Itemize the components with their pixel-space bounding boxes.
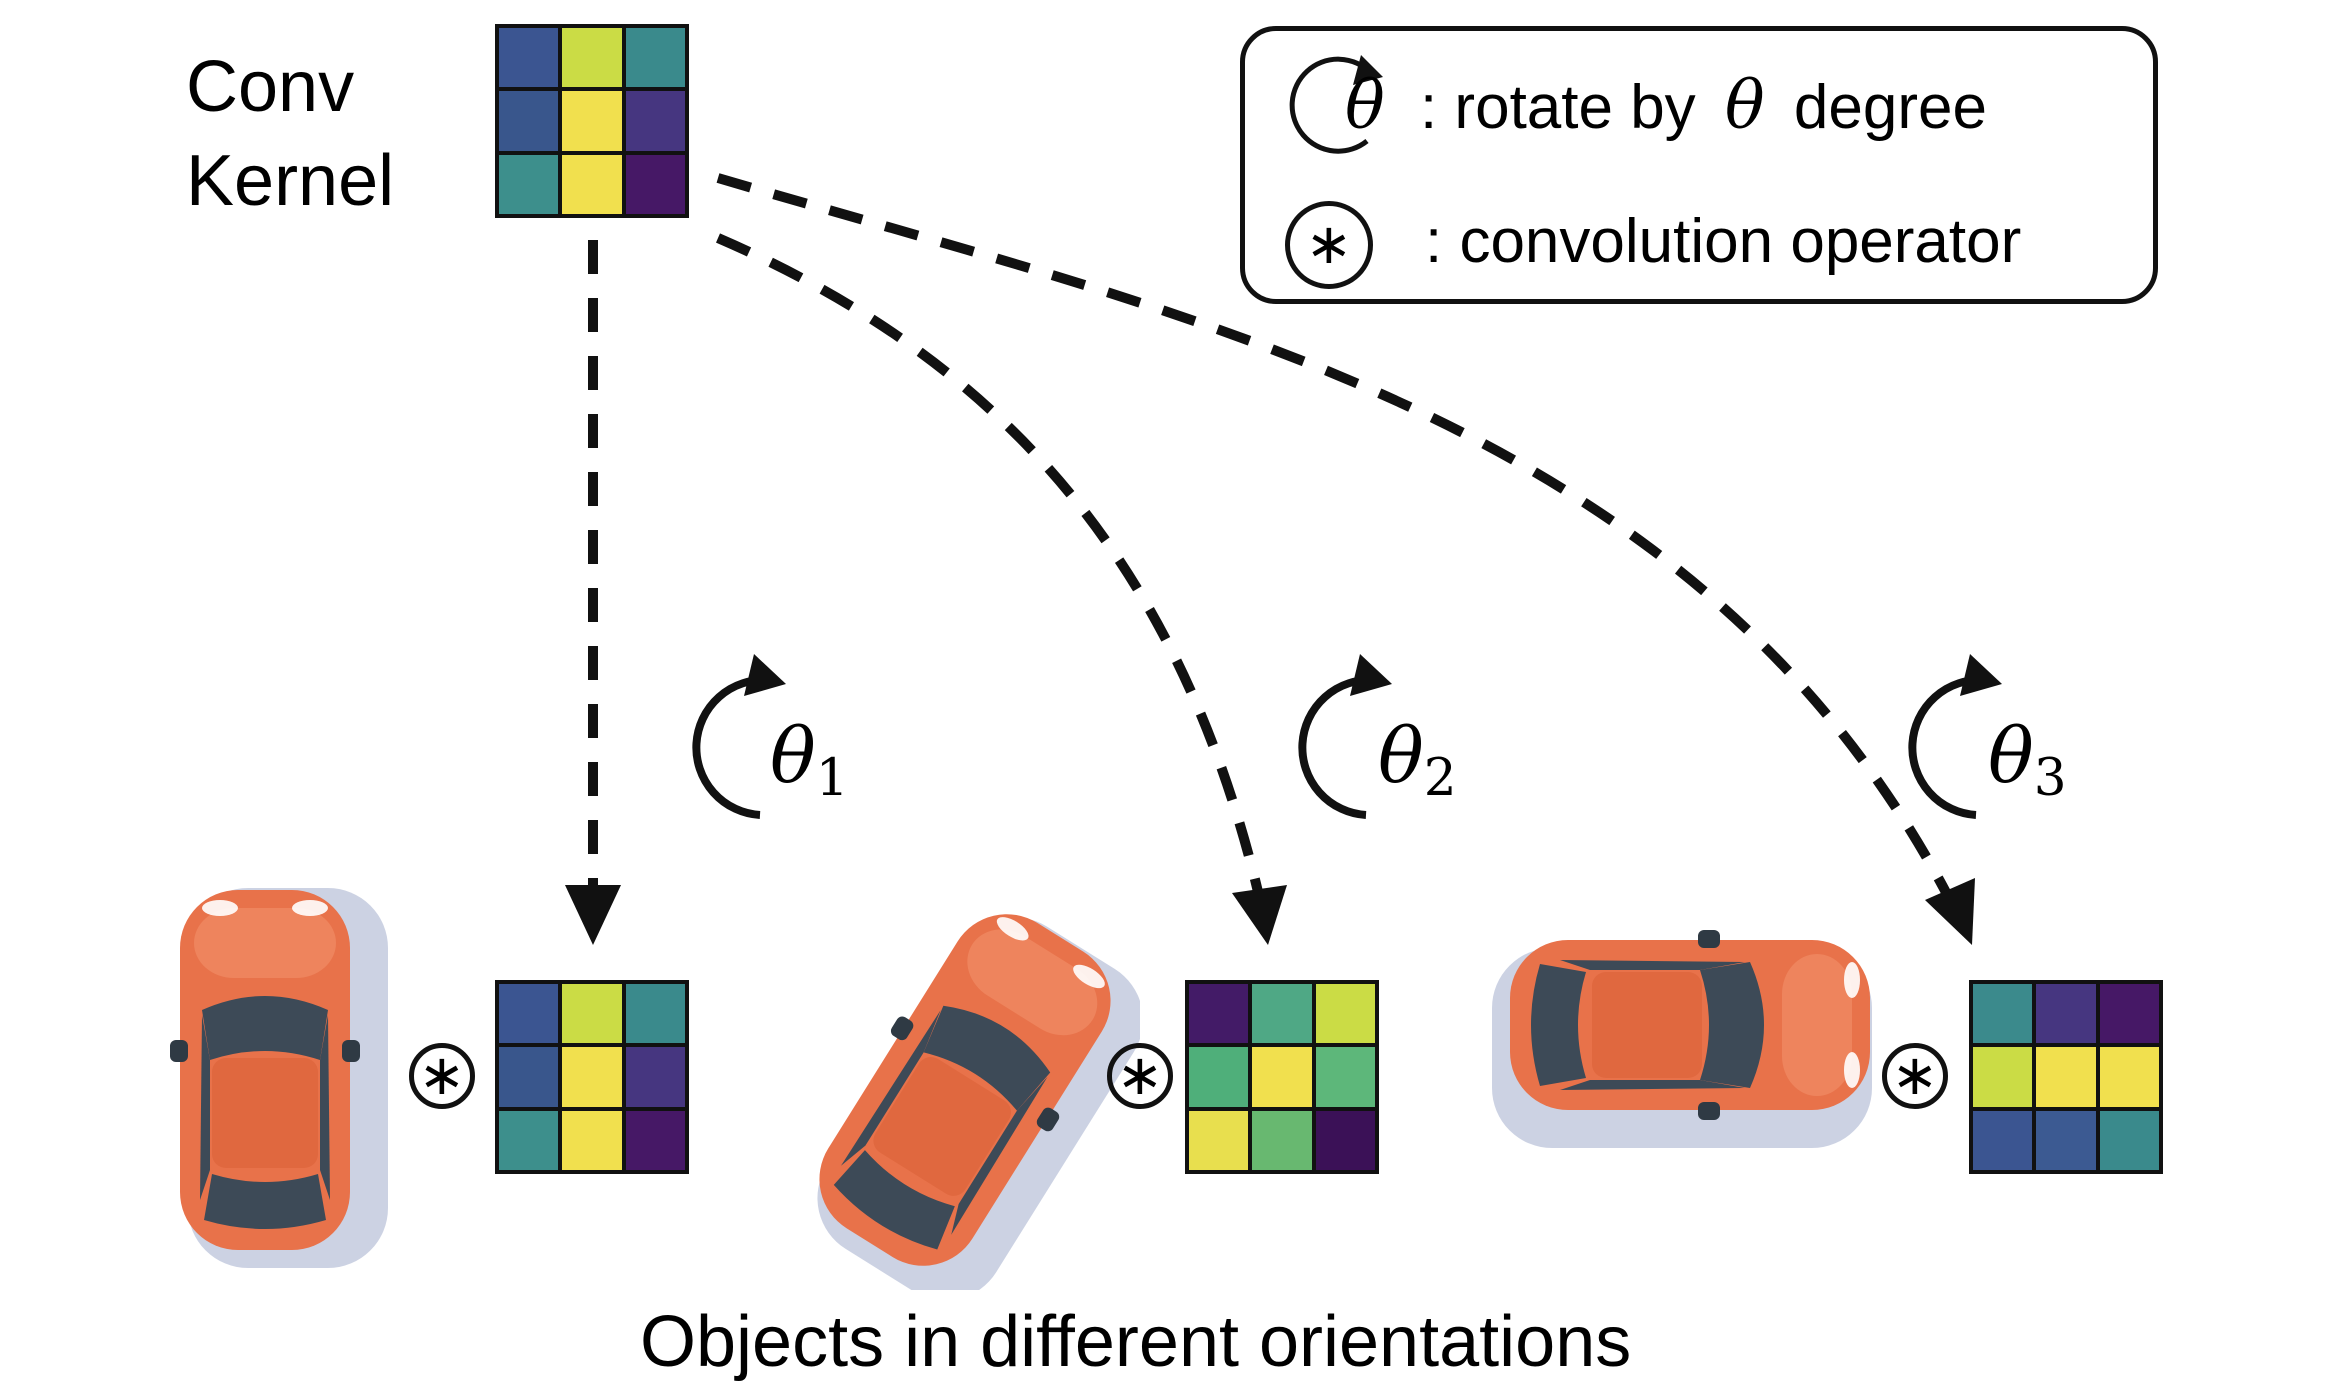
kernel-cell (1252, 1047, 1312, 1107)
rotation-index-2: 2 (1423, 747, 1457, 808)
conv-kernel-rotated-1 (495, 980, 689, 1174)
arrow-to-kernel-3 (716, 173, 1955, 903)
kernel-cell (2099, 984, 2159, 1044)
kernel-cell (562, 1047, 622, 1107)
rotate-icon-2 (1298, 654, 1392, 819)
rotate-icon-3 (1908, 654, 2002, 819)
legend-convolution-text: : convolution operator (1425, 207, 2022, 276)
conv-operator-2-symbol: ∗ (1116, 1043, 1164, 1108)
conv-kernel-original (495, 24, 689, 218)
kernel-cell (625, 28, 685, 88)
kernel-cell (2036, 984, 2096, 1044)
arrowhead-2 (1232, 885, 1287, 945)
conv-operator-1: ∗ (409, 1043, 475, 1109)
kernel-cell (2036, 1047, 2096, 1107)
kernel-cell (625, 91, 685, 151)
caption: Objects in different orientations (640, 1302, 1632, 1382)
rotation-theta-3: θ (1988, 711, 2034, 800)
kernel-cell (1315, 1110, 1375, 1170)
kernel-cell (562, 984, 622, 1044)
kernel-cell (499, 984, 559, 1044)
rotate-icon-1 (692, 654, 786, 819)
kernel-title-line-1: Conv (186, 47, 355, 127)
rotation-index-3: 3 (2033, 747, 2067, 808)
kernel-cell (1973, 1110, 2033, 1170)
legend-theta-symbol: θ (1345, 67, 1385, 144)
kernel-cell (499, 28, 559, 88)
kernel-cell (2099, 1110, 2159, 1170)
rotate-icon (1289, 55, 1383, 154)
kernel-cell (1315, 984, 1375, 1044)
car-1 (170, 888, 388, 1268)
kernel-cell (2099, 1047, 2159, 1107)
rotation-theta-1: θ (770, 711, 816, 800)
kernel-cell (562, 91, 622, 151)
kernel-cell (499, 1110, 559, 1170)
arrowhead-1 (565, 885, 621, 945)
kernel-cell (1252, 984, 1312, 1044)
conv-operator-3-symbol: ∗ (1891, 1043, 1939, 1108)
car-2 (779, 885, 1140, 1290)
rotation-label-2: θ2 (1378, 718, 1457, 805)
legend-convolution-symbol: ∗ (1305, 212, 1353, 277)
kernel-cell (499, 154, 559, 214)
kernel-cell (625, 984, 685, 1044)
conv-operator-1-symbol: ∗ (418, 1043, 466, 1108)
kernel-cell (562, 154, 622, 214)
arrowhead-3 (1925, 878, 1975, 945)
conv-kernel-rotated-3 (1969, 980, 2163, 1174)
legend-rotate-prefix: : rotate by (1419, 73, 1696, 142)
kernel-cell (499, 1047, 559, 1107)
rotation-index-1: 1 (815, 747, 849, 808)
kernel-cell (1973, 1047, 2033, 1107)
legend-rotate-suffix: degree (1793, 73, 1987, 142)
rotation-label-1: θ1 (770, 718, 849, 805)
car-3 (1492, 930, 1872, 1148)
conv-kernel-rotated-2 (1185, 980, 1379, 1174)
kernel-cell (1973, 984, 2033, 1044)
kernel-cell (1252, 1110, 1312, 1170)
kernel-cell (625, 154, 685, 214)
legend-rotate-text: θ : rotate by θ degree (1345, 73, 1987, 139)
kernel-cell (1315, 1047, 1375, 1107)
conv-operator-2: ∗ (1107, 1043, 1173, 1109)
kernel-cell (1189, 984, 1249, 1044)
kernel-cell (625, 1047, 685, 1107)
kernel-title: Conv Kernel (186, 40, 394, 228)
conv-operator-3: ∗ (1882, 1043, 1948, 1109)
legend-theta-inline: θ (1724, 67, 1765, 144)
kernel-cell (562, 28, 622, 88)
rotation-theta-2: θ (1378, 711, 1424, 800)
kernel-title-line-2: Kernel (186, 141, 395, 221)
arrow-to-kernel-2 (716, 233, 1265, 902)
legend-convolution-icon: ∗ (1285, 201, 1373, 289)
legend-box: θ : rotate by θ degree ∗ : convolution o… (1240, 26, 2158, 304)
kernel-cell (562, 1110, 622, 1170)
kernel-cell (2036, 1110, 2096, 1170)
kernel-cell (1189, 1110, 1249, 1170)
kernel-cell (1189, 1047, 1249, 1107)
rotation-label-3: θ3 (1988, 718, 2067, 805)
kernel-cell (625, 1110, 685, 1170)
kernel-cell (499, 91, 559, 151)
